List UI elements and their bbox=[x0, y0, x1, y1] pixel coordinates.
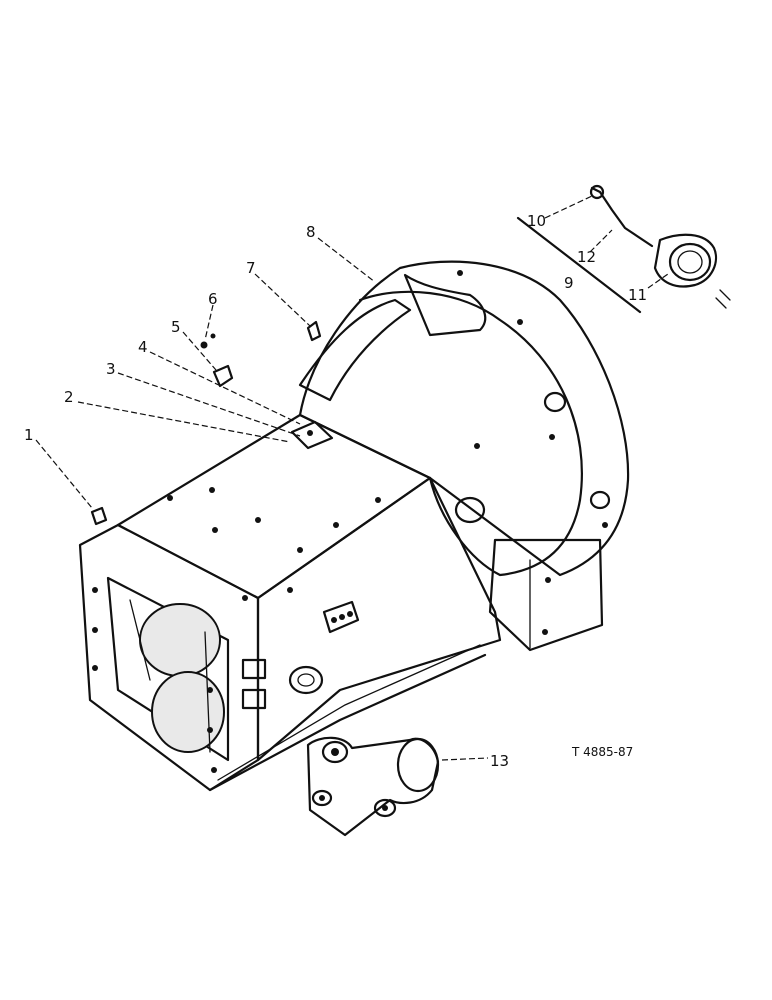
callout-10: 10 bbox=[527, 212, 546, 230]
cover-plate-parts bbox=[200, 320, 334, 450]
bracket-part bbox=[306, 736, 440, 837]
reference-code: T 4885-87 bbox=[571, 745, 633, 759]
callout-2: 2 bbox=[64, 388, 74, 406]
callout-6: 6 bbox=[208, 290, 218, 308]
clutch-housing bbox=[298, 260, 630, 652]
callout-5: 5 bbox=[171, 318, 181, 336]
callout-4: 4 bbox=[138, 338, 148, 356]
release-bearing-assembly bbox=[516, 184, 731, 314]
callout-12: 12 bbox=[577, 248, 596, 266]
callout-3: 3 bbox=[106, 360, 116, 378]
callout-7: 7 bbox=[246, 259, 256, 277]
plug-part bbox=[90, 506, 108, 526]
callout-1: 1 bbox=[24, 426, 34, 444]
callout-9: 9 bbox=[564, 274, 574, 292]
callout-labels: 1 2 3 4 5 6 7 8 9 10 11 12 13 T 4885-87 bbox=[24, 212, 647, 770]
callout-8: 8 bbox=[306, 223, 316, 241]
callout-13: 13 bbox=[490, 752, 509, 770]
transmission-housing bbox=[78, 413, 502, 792]
callout-11: 11 bbox=[628, 286, 647, 304]
leader-lines bbox=[35, 195, 669, 761]
